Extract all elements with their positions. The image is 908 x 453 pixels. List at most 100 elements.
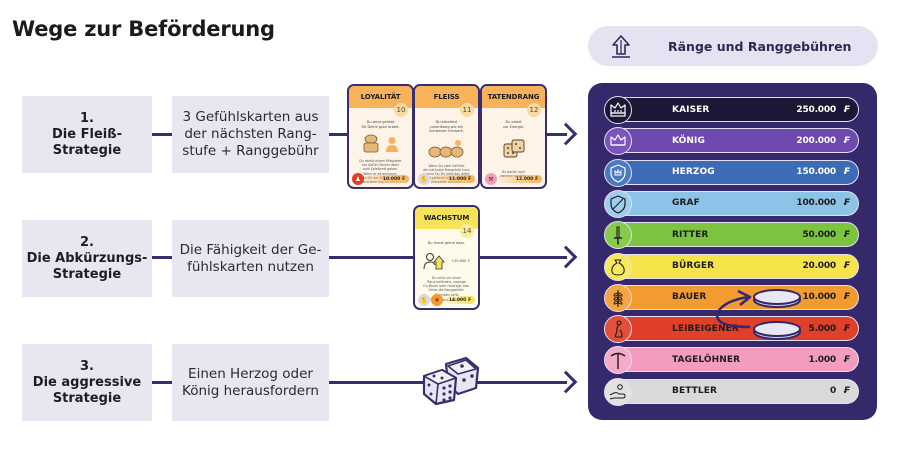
rank-fee: 150.000: [796, 167, 836, 178]
rank-name: KÖNIG: [672, 135, 705, 146]
emotion-card-loyalitaet: LOYALITÄT 10 Du wirst geliebt für Deine …: [347, 84, 414, 189]
body-line: Rang befördert, solange: [427, 279, 466, 284]
card-footer: ⚒ 12.000 ₣: [485, 173, 542, 185]
emotion-card-tatendrang: TATENDRANG 12 Du platzt vor Energie. Du …: [480, 84, 547, 189]
strategy-2-description: Die Fähigkeit der Ge- fühlskarten nutzen: [172, 220, 329, 297]
rank-name: KAISER: [672, 104, 710, 115]
strategy-number: 3.: [80, 358, 94, 374]
currency-symbol: ₣: [843, 261, 850, 271]
currency-symbol: ₣: [843, 198, 850, 209]
tagline-line: Du lernst gerne dazu.: [427, 241, 466, 245]
coin-stack-icon: [363, 134, 379, 153]
body-line: vom Spielbrett geben.: [362, 167, 399, 172]
rank-name: BAUER: [672, 292, 707, 303]
card-title: FLEISS: [415, 86, 478, 108]
connector-line-3: [152, 381, 172, 384]
card-title: WACHSTUM: [415, 207, 478, 229]
strategy-name: Die Fleiß-: [52, 126, 122, 142]
body-line: kannst Du Dir jetzt das dritte: [423, 171, 470, 176]
card-number: 10: [394, 103, 408, 117]
coins-icon: [428, 139, 463, 157]
strategy-name: Die Abkürzungs-: [26, 250, 148, 266]
card-tagline: Du arbeitest zuverlässig wie ein Schweiz…: [415, 120, 478, 134]
tagline-line: Schweizer Uhrwerk.: [429, 129, 464, 133]
card-tagline: Du wirst geliebt für Deine gute Arbeit.: [349, 120, 412, 129]
strategy-name: Strategie: [52, 266, 122, 282]
tageloehner-icon: ⚒: [485, 173, 497, 185]
strategy-1-box: 1. Die Fleiß- Strategie: [22, 96, 152, 173]
dice-icon: [503, 139, 524, 158]
currency-symbol: ₣: [843, 323, 850, 334]
rank-fee: 0: [829, 386, 836, 397]
body-line: der nächsten Rangstufe hast,: [422, 167, 471, 172]
rank-name: HERZOG: [672, 167, 715, 178]
description-line: stufe + Ranggebühr: [182, 143, 319, 159]
ranks-header-label: Ränge und Ranggebühren: [668, 38, 852, 54]
rank-fee: 100.000: [796, 198, 836, 209]
description-line: Einen Herzog oder: [188, 365, 313, 382]
card-bonus: +20.000 ₣: [451, 258, 470, 263]
card-fee: 11.000 ₣: [431, 175, 475, 183]
description-line: der nächsten Rang-: [184, 126, 317, 142]
rank-fee: 10.000: [802, 292, 836, 303]
currency-symbol: ₣: [843, 386, 850, 397]
ranks-header-button[interactable]: Ränge und Ranggebühren: [588, 26, 878, 66]
pickaxe-icon: [604, 346, 632, 375]
rank-name: RITTER: [672, 229, 709, 240]
rank-fee: 20.000: [802, 261, 836, 271]
tagline-line: Du arbeitest: [435, 120, 458, 124]
rank-name: TAGELÖHNER: [672, 354, 741, 365]
arrow-head-icon: [554, 370, 578, 394]
body-line: Du Bauer oder niedriger bist.: [423, 283, 470, 288]
card-illustration: [415, 137, 478, 161]
card-footer: ♟ 10.000 ₣: [352, 173, 409, 185]
card-number: 14: [460, 224, 474, 238]
card-fee: 14.000 ₣: [444, 296, 475, 304]
rank-fee: 200.000: [796, 135, 836, 146]
strategy-3-description: Einen Herzog oder König herausfordern: [172, 344, 329, 421]
currency-symbol: ₣: [843, 229, 850, 240]
person-promotion-icon: [423, 252, 446, 269]
card-illustration: [349, 132, 412, 156]
card-fee: 10.000 ₣: [365, 175, 409, 183]
strategy-3-box: 3. Die aggressive Strategie: [22, 344, 152, 421]
arrow-head-icon: [554, 122, 578, 146]
card-number: 11: [460, 103, 474, 117]
rank-row-könig: KÖNIG 200.000 ₣: [604, 127, 859, 156]
crown-jeweled-icon: [604, 96, 632, 124]
currency-symbol: ₣: [843, 354, 850, 365]
description-line: fühlskarten nutzen: [187, 258, 314, 275]
card-fee: 12.000 ₣: [498, 175, 542, 183]
body-line: Du wirst um einen: [431, 275, 462, 280]
rank-name: LEIBEIGENER: [672, 323, 739, 334]
card-title: LOYALITÄT: [349, 86, 412, 108]
description-line: König herausfordern: [182, 382, 319, 399]
money-bag-icon: [604, 252, 632, 281]
coin-token-leibeigener: [753, 321, 801, 340]
person-icon: [386, 137, 398, 152]
shield-crown-icon: [604, 158, 632, 187]
leibeigener-icon: ♟: [352, 173, 364, 185]
card-footer: ✋ ❦ 14.000 ₣: [418, 294, 475, 306]
card-number: 12: [527, 103, 541, 117]
card-footer: ✋ 11.000 ₣: [418, 173, 475, 185]
bettler-icon: ✋: [418, 294, 430, 306]
die-front: [422, 368, 458, 406]
body-line: Zahle die Ranggebühr.: [428, 288, 465, 293]
emotion-card-fleiss: FLEISS 11 Du arbeitest zuverlässig wie e…: [413, 84, 480, 189]
currency-symbol: ₣: [843, 104, 850, 115]
beggar-hand-icon: [604, 377, 632, 406]
dice-icon: [422, 356, 480, 406]
currency-symbol: ₣: [843, 167, 850, 178]
strategy-name: Die aggressive: [32, 374, 142, 390]
strategy-2-box: 2. Die Abkürzungs- Strategie: [22, 220, 152, 297]
sword-icon: [604, 221, 632, 250]
arrow-up-icon: [612, 35, 630, 58]
currency-symbol: ₣: [843, 135, 850, 146]
